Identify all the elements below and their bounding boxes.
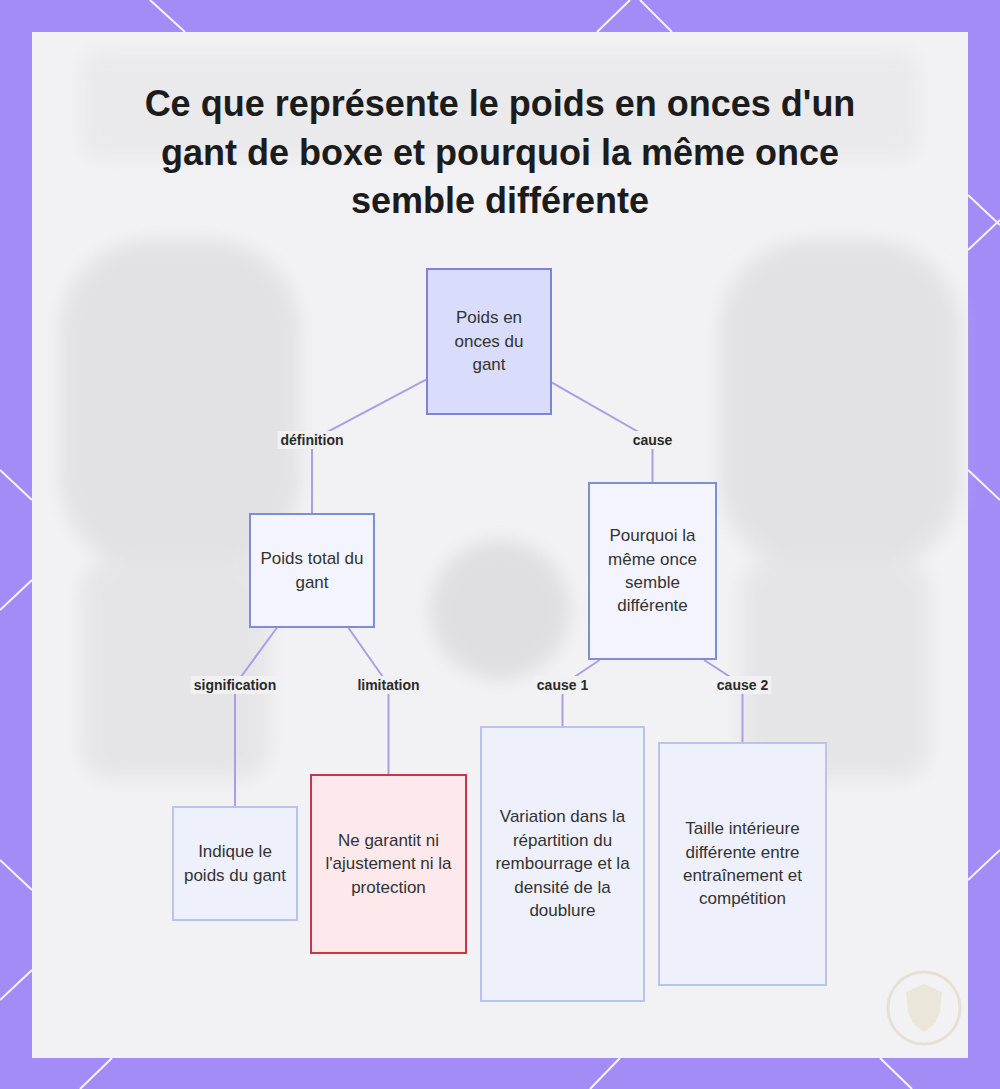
concept-box: Variation dans la répartition du rembour… (480, 726, 645, 1002)
box-text: Variation dans la répartition du rembour… (490, 805, 635, 922)
box-text: Ne garantit ni l'ajustement ni la protec… (320, 829, 457, 899)
edge-label: cause 2 (714, 676, 771, 694)
edge-label: signification (191, 676, 279, 694)
edge-label: limitation (354, 676, 422, 694)
concept-box: Taille intérieure différente entre entra… (658, 742, 827, 986)
concept-box: Pourquoi la même once semble différente (588, 482, 717, 660)
edge-label: cause (630, 431, 676, 449)
connector-line (235, 628, 277, 806)
box-text: Indique le poids du gant (182, 840, 288, 887)
concept-box: Indique le poids du gant (172, 806, 298, 921)
connector-line (349, 628, 389, 774)
box-text: Pourquoi la même once semble différente (598, 524, 707, 618)
diagram-title: Ce que représente le poids en onces d'un… (130, 80, 870, 226)
connector-line (704, 660, 742, 742)
box-text: Taille intérieure différente entre entra… (668, 817, 817, 911)
box-text: Poids total du gant (259, 547, 365, 594)
concept-box: Ne garantit ni l'ajustement ni la protec… (310, 774, 467, 954)
logo-mark (888, 972, 960, 1044)
edge-label: cause 1 (534, 676, 591, 694)
edge-label: définition (278, 431, 347, 449)
box-text: Poids en onces du gant (436, 306, 542, 376)
concept-box: Poids en onces du gant (426, 268, 552, 415)
concept-box: Poids total du gant (249, 513, 375, 628)
